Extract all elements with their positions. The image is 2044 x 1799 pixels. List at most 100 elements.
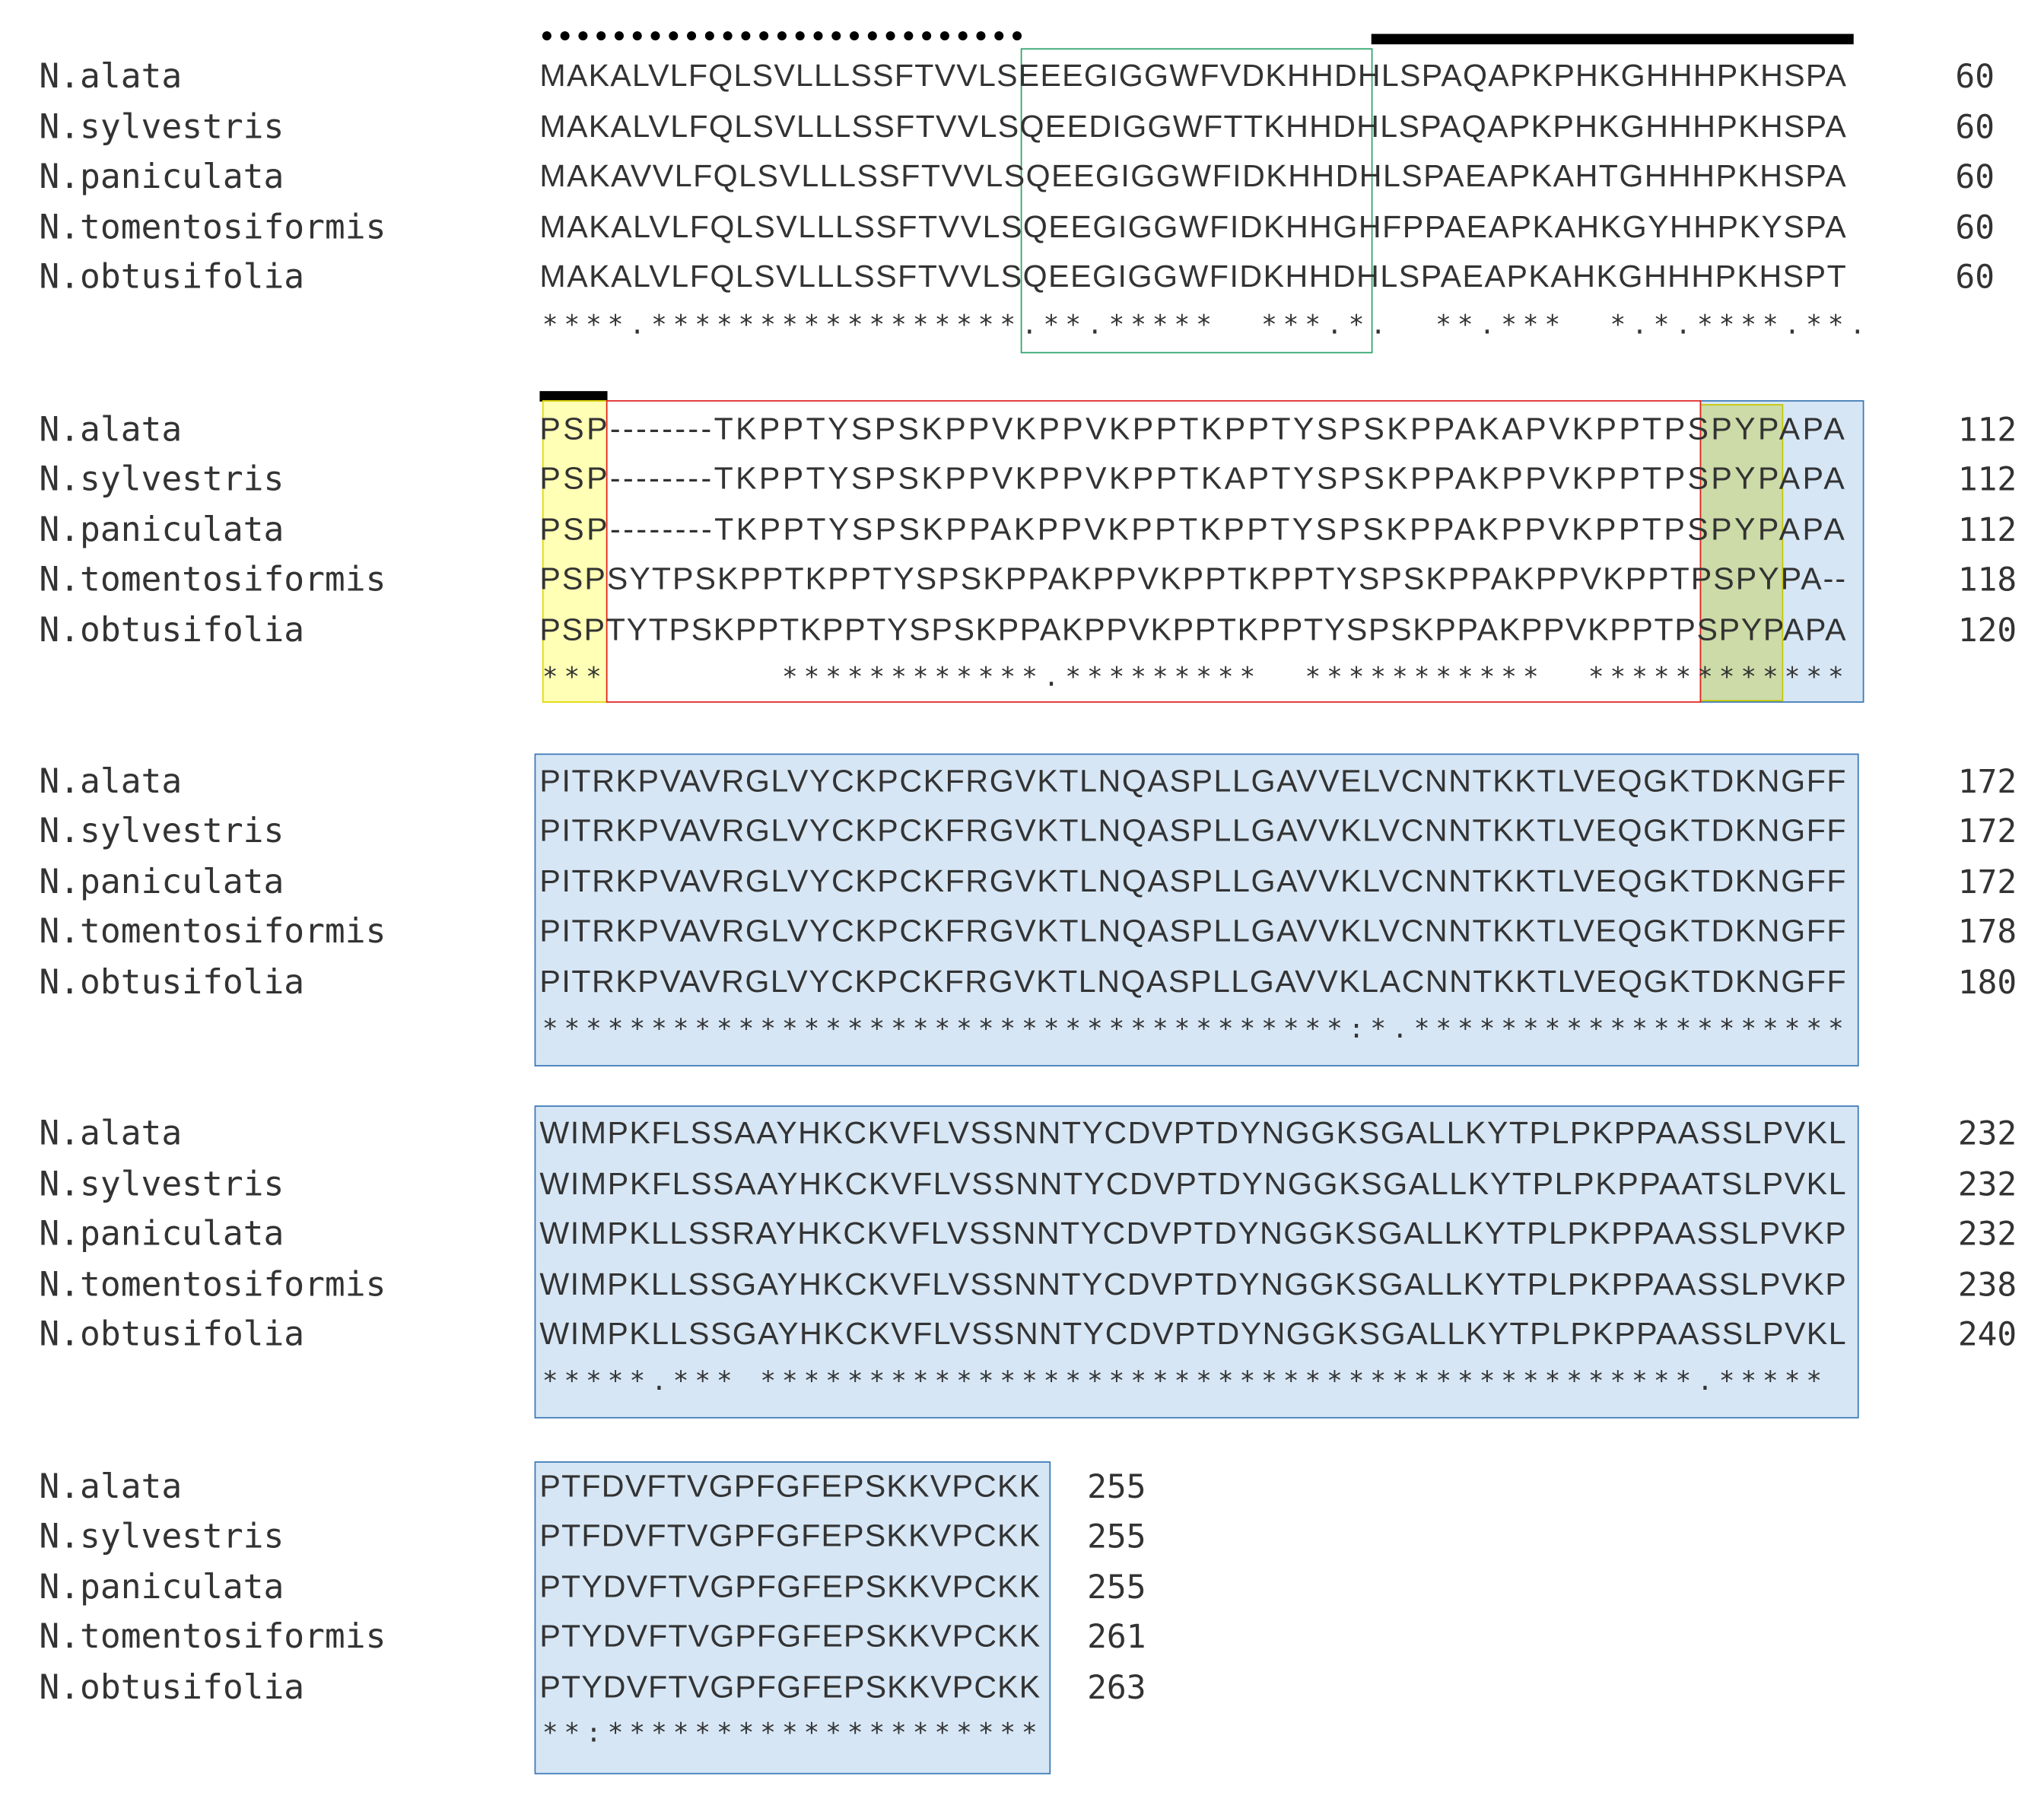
position-number: 60	[1955, 258, 1995, 297]
sequence-text: PSPSYTPSKPPTKPPTYSPSKPPAKPPVKPPTKPPTYSPS…	[539, 561, 1848, 597]
position-number: 60	[1955, 208, 1995, 246]
position-number: 172	[1957, 762, 2017, 801]
species-name: N.obtusifolia	[39, 963, 305, 1003]
species-name: N.alata	[39, 762, 183, 802]
position-number: 60	[1955, 157, 1995, 196]
consensus-line: *** ************.********* *********** *…	[542, 660, 1850, 693]
solid-bar-region	[539, 391, 608, 402]
position-number: 60	[1955, 57, 1995, 96]
position-number: 172	[1957, 863, 2017, 901]
sequence-row: N.sylvestris PSP--------TKPPTYSPSKPPVKPP…	[0, 455, 2044, 504]
alignment-block-3: N.alata PITRKPVAVRGLVYCKPCKFRGVKTLNQASPL…	[0, 753, 2044, 1066]
species-name: N.obtusifolia	[39, 1668, 305, 1708]
consensus-line: *************************************:*.…	[542, 1012, 1850, 1044]
position-number: 255	[1087, 1517, 1146, 1556]
sequence-row: N.obtusifolia PSPTYTPSKPPTKPPTYSPSKPPAKP…	[0, 606, 2044, 656]
position-number: 255	[1087, 1568, 1146, 1607]
sequence-row: N.sylvestris MAKALVLFQLSVLLLSSFTVVLSQEED…	[0, 103, 2044, 152]
position-number: 112	[1957, 459, 2017, 498]
sequence-text: PSP--------TKPPTYSPSKPPVKPPVKPPTKPPTYSPS…	[539, 412, 1848, 447]
sequence-row: N.paniculata PSP--------TKPPTYSPSKPPAKPP…	[0, 506, 2044, 555]
blue-box-domain	[534, 1461, 1051, 1775]
position-number: 120	[1957, 611, 2017, 650]
position-number: 263	[1087, 1668, 1146, 1707]
sequence-text: PSP--------TKPPTYSPSKPPVKPPVKPPTKAPTYSPS…	[539, 461, 1848, 497]
sequence-row: N.paniculata PTYDVFTVGPFGFEPSKKVPCKK 255	[0, 1563, 2044, 1613]
sequence-row: N.obtusifolia PTYDVFTVGPFGFEPSKKVPCKK 26…	[0, 1664, 2044, 1713]
position-number: 172	[1957, 812, 2017, 850]
olive-box-region	[1699, 404, 1784, 702]
species-name: N.sylvestris	[39, 459, 285, 500]
species-name: N.obtusifolia	[39, 1315, 305, 1355]
sequence-text: WIMPKLLSSRAYHKCKVFLVSSNNTYCDVPTDYNGGKSGA…	[539, 1216, 1848, 1252]
sequence-text: MAKALVLFQLSVLLLSSFTVVLSEEEGIGGWFVDKHHDHL…	[539, 59, 1848, 94]
sequence-row: N.paniculata WIMPKLLSSRAYHKCKVFLVSSNNTYC…	[0, 1209, 2044, 1259]
sequence-text: PITRKPVAVRGLVYCKPCKFRGVKTLNQASPLLGAVVELV…	[539, 764, 1848, 799]
sequence-row: N.sylvestris WIMPKFLSSAAYHKCKVFLVSSNNTYC…	[0, 1160, 2044, 1209]
green-box-region	[1020, 48, 1373, 354]
species-name: N.alata	[39, 1114, 183, 1154]
sequence-row: N.alata MAKALVLFQLSVLLLSSFTVVLSEEEGIGGWF…	[0, 52, 2044, 102]
sequence-row: N.obtusifolia WIMPKLLSSGAYHKCKVFLVSSNNTY…	[0, 1310, 2044, 1359]
sequence-text: WIMPKFLSSAAYHKCKVFLVSSNNTYCDVPTDYNGGKSGA…	[539, 1116, 1848, 1152]
sequence-row: N.tomentosiformis WIMPKLLSSGAYHKCKVFLVSS…	[0, 1260, 2044, 1310]
consensus-line: ****.*****************.**.***** ***.*. *…	[542, 309, 1872, 341]
sequence-row: N.tomentosiformis PTYDVFTVGPFGFEPSKKVPCK…	[0, 1613, 2044, 1662]
sequence-text: PTFDVFTVGPFGFEPSKKVPCKK	[539, 1469, 1041, 1505]
sequence-row: N.obtusifolia MAKALVLFQLSVLLLSSFTVVLSQEE…	[0, 253, 2044, 302]
species-name: N.tomentosiformis	[39, 912, 386, 952]
position-number: 232	[1957, 1215, 2017, 1253]
sequence-text: MAKAVVLFQLSVLLLSSFTVVLSQEEGIGGWFIDKHHDHL…	[539, 159, 1848, 195]
sequence-text: PSP--------TKPPTYSPSKPPAKPPVKPPTKPPTYSPS…	[539, 512, 1848, 548]
position-number: 238	[1957, 1266, 2017, 1304]
species-name: N.tomentosiformis	[39, 1266, 386, 1305]
position-number: 112	[1957, 410, 2017, 449]
species-name: N.paniculata	[39, 863, 285, 902]
species-name: N.obtusifolia	[39, 611, 305, 651]
alignment-block-1: N.alata MAKALVLFQLSVLLLSSFTVVLSEEEGIGGWF…	[0, 0, 2044, 354]
species-name: N.obtusifolia	[39, 258, 305, 297]
blue-box-domain	[534, 1105, 1859, 1419]
position-number: 60	[1955, 108, 1995, 146]
species-name: N.sylvestris	[39, 1517, 285, 1557]
sequence-text: PITRKPVAVRGLVYCKPCKFRGVKTLNQASPLLGAVVKLV…	[539, 813, 1848, 849]
sequence-text: WIMPKLLSSGAYHKCKVFLVSSNNTYCDVPTDYNGGKSGA…	[539, 1316, 1848, 1352]
dotted-bar-signal-peptide	[542, 31, 1022, 41]
blue-box-domain	[534, 753, 1859, 1066]
sequence-text: PTYDVFTVGPFGFEPSKKVPCKK	[539, 1619, 1041, 1654]
position-number: 261	[1087, 1617, 1146, 1656]
alignment-block-4: N.alata WIMPKFLSSAAYHKCKVFLVSSNNTYCDVPTD…	[0, 1105, 2044, 1419]
species-name: N.sylvestris	[39, 1165, 285, 1205]
position-number: 112	[1957, 510, 2017, 549]
consensus-line: **:********************	[542, 1717, 1044, 1749]
species-name: N.paniculata	[39, 1568, 285, 1608]
sequence-row: N.tomentosiformis PSPSYTPSKPPTKPPTYSPSKP…	[0, 555, 2044, 605]
position-number: 118	[1957, 560, 2017, 599]
position-number: 255	[1087, 1467, 1146, 1506]
species-name: N.alata	[39, 57, 183, 97]
species-name: N.paniculata	[39, 157, 285, 197]
position-number: 232	[1957, 1114, 2017, 1152]
consensus-line: *****.*** ******************************…	[542, 1365, 1829, 1397]
position-number: 178	[1957, 912, 2017, 951]
sequence-text: PTYDVFTVGPFGFEPSKKVPCKK	[539, 1670, 1041, 1705]
species-name: N.paniculata	[39, 510, 285, 551]
sequence-text: WIMPKLLSSGAYHKCKVFLVSSNNTYCDVPTDYNGGKSGA…	[539, 1267, 1848, 1303]
species-name: N.tomentosiformis	[39, 1617, 386, 1658]
sequence-row: N.tomentosiformis PITRKPVAVRGLVYCKPCKFRG…	[0, 907, 2044, 957]
sequence-text: PTFDVFTVGPFGFEPSKKVPCKK	[539, 1518, 1041, 1554]
sequence-text: MAKALVLFQLSVLLLSSFTVVLSQEEGIGGWFIDKHHDHL…	[539, 259, 1848, 295]
sequence-text: PSPTYTPSKPPTKPPTYSPSKPPAKPPVKPPTKPPTYSPS…	[539, 612, 1848, 648]
red-box-region	[606, 400, 1702, 703]
sequence-text: PITRKPVAVRGLVYCKPCKFRGVKTLNQASPLLGAVVKLA…	[539, 965, 1848, 1000]
sequence-row: N.tomentosiformis MAKALVLFQLSVLLLSSFTVVL…	[0, 203, 2044, 253]
sequence-row: N.alata PITRKPVAVRGLVYCKPCKFRGVKTLNQASPL…	[0, 758, 2044, 807]
sequence-text: PITRKPVAVRGLVYCKPCKFRGVKTLNQASPLLGAVVKLV…	[539, 914, 1848, 949]
species-name: N.sylvestris	[39, 812, 285, 852]
position-number: 232	[1957, 1165, 2017, 1203]
position-number: 180	[1957, 963, 2017, 1002]
sequence-row: N.paniculata PITRKPVAVRGLVYCKPCKFRGVKTLN…	[0, 858, 2044, 907]
species-name: N.paniculata	[39, 1215, 285, 1254]
